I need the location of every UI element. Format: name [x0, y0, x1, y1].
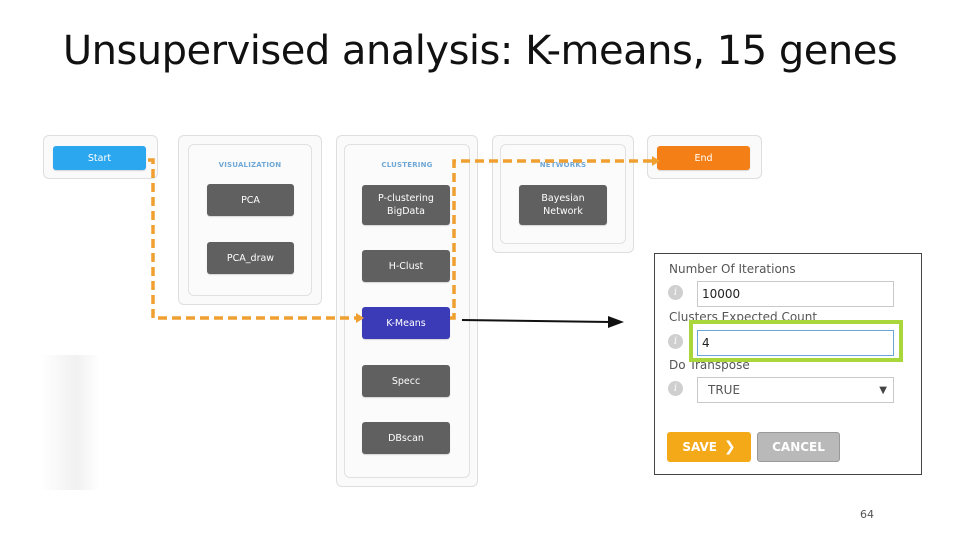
pointer-arrow-line [461, 319, 611, 323]
start-node[interactable]: Start [53, 146, 146, 170]
iterations-input[interactable]: 10000 [697, 281, 894, 307]
highlight-box [689, 320, 903, 362]
chevron-right-icon: ❯ [723, 439, 736, 455]
cancel-button[interactable]: CANCEL [757, 432, 840, 462]
path-arrowhead-end [652, 156, 660, 166]
clustering-label: CLUSTERING [381, 161, 433, 169]
bayesian-network-node[interactable]: Bayesian Network [519, 185, 607, 225]
p-clustering-node[interactable]: P-clustering BigData [362, 185, 450, 225]
info-icon[interactable]: i [668, 285, 683, 300]
info-icon[interactable]: i [668, 334, 683, 349]
save-button[interactable]: SAVE ❯ [667, 432, 751, 462]
networks-label: NETWORKS [539, 161, 587, 169]
end-node[interactable]: End [657, 146, 750, 170]
pointer-arrow-head [608, 316, 624, 328]
transpose-value: TRUE [708, 383, 741, 397]
workflow-path-return [450, 159, 652, 320]
clusters-input[interactable]: 4 [697, 330, 894, 356]
transpose-select[interactable]: TRUE ▼ [697, 377, 894, 403]
page-number: 64 [860, 508, 874, 521]
chevron-down-icon: ▼ [879, 384, 887, 396]
visualization-label: VISUALIZATION [218, 161, 282, 169]
h-clust-node[interactable]: H-Clust [362, 250, 450, 282]
info-icon[interactable]: i [668, 381, 683, 396]
workflow-canvas: Start VISUALIZATION PCA PCA_draw CLUSTER… [40, 130, 762, 495]
iterations-label: Number Of Iterations [669, 262, 796, 276]
tau-icon: τ [434, 314, 442, 330]
faded-area [40, 355, 100, 490]
specc-node[interactable]: Specc [362, 365, 450, 397]
pca-node[interactable]: PCA [207, 184, 294, 216]
dbscan-node[interactable]: DBscan [362, 422, 450, 454]
path-arrowhead [356, 313, 364, 323]
k-means-node[interactable]: K-Means [362, 307, 450, 339]
workflow-path [148, 158, 356, 320]
save-label: SAVE [682, 440, 717, 454]
pca-draw-node[interactable]: PCA_draw [207, 242, 294, 274]
slide-title: Unsupervised analysis: K-means, 15 genes [62, 28, 898, 74]
